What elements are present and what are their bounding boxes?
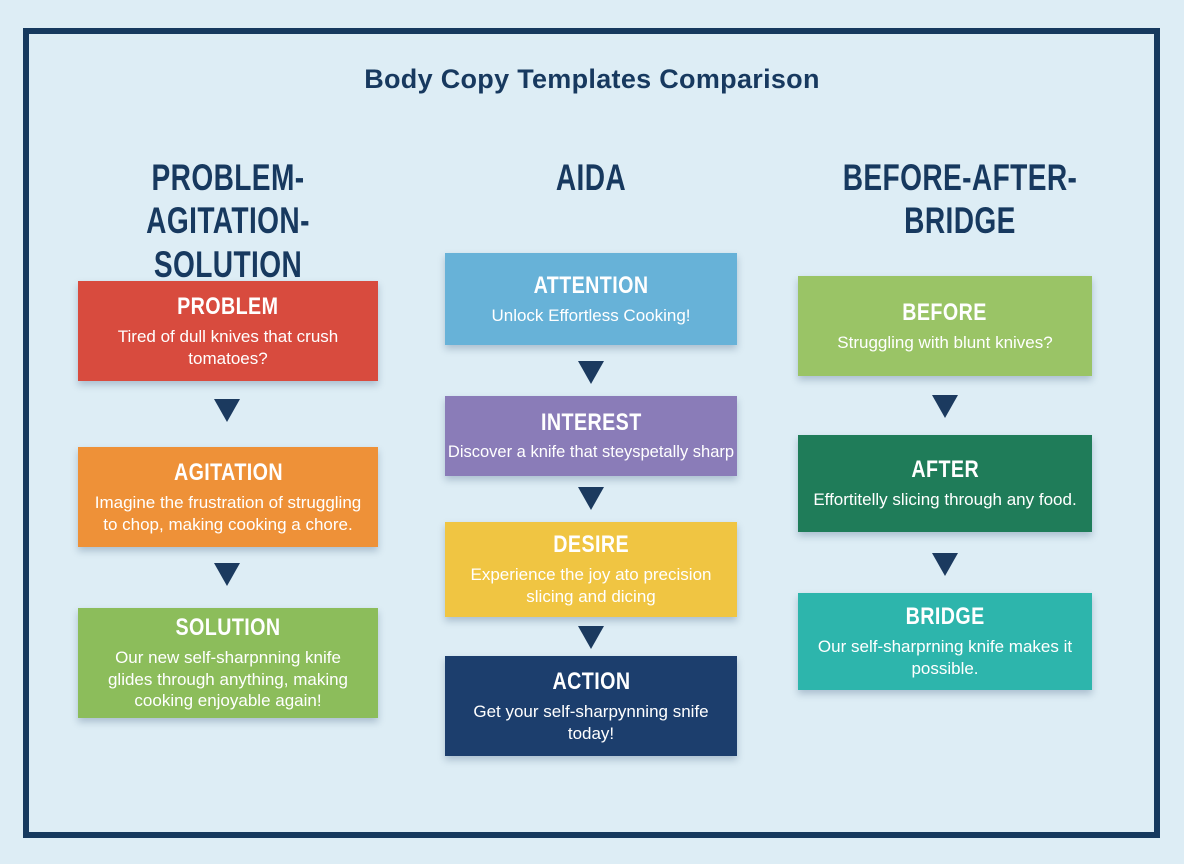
bab-bridge-label: BRIDGE xyxy=(905,603,985,631)
bab-after-text: Effortitelly slicing through any food. xyxy=(813,490,1077,510)
pas-solution-box: SOLUTION Our new self-sharpnning knife g… xyxy=(78,608,378,718)
aida-interest-label: INTEREST xyxy=(540,409,642,437)
pas-solution-text: Our new self-sharpnning knife glides thr… xyxy=(107,648,349,711)
down-arrow-icon xyxy=(932,553,958,576)
down-arrow-icon xyxy=(214,563,240,586)
down-arrow-icon xyxy=(214,399,240,422)
aida-desire-label: DESIRE xyxy=(553,531,629,559)
column-header-aida: AIDA xyxy=(555,157,627,198)
pas-problem-label: PROBLEM xyxy=(177,292,279,320)
bab-bridge-box: BRIDGE Our self-sharprning knife makes i… xyxy=(798,593,1092,690)
down-arrow-icon xyxy=(578,361,604,384)
pas-problem-box: PROBLEM Tired of dull knives that crush … xyxy=(78,281,378,381)
pas-agitation-box: AGITATION Imagine the frustration of str… xyxy=(78,447,378,547)
bab-before-box: BEFORE Struggling with blunt knives? xyxy=(798,276,1092,376)
column-header-bab: BEFORE-AFTER-BRIDGE xyxy=(842,157,1078,242)
pas-agitation-label: AGITATION xyxy=(173,458,283,486)
aida-interest-box: INTEREST Discover a knife that steyspeta… xyxy=(445,396,737,476)
down-arrow-icon xyxy=(578,487,604,510)
column-header-pas: PROBLEM-AGITATION-SOLUTION xyxy=(146,157,310,285)
pas-problem-text: Tired of dull knives that crush tomatoes… xyxy=(117,326,339,368)
aida-desire-text: Experience the joy ato precision slicing… xyxy=(470,565,712,606)
page-border-frame xyxy=(23,28,1160,838)
aida-desire-box: DESIRE Experience the joy ato precision … xyxy=(445,522,737,617)
aida-action-box: ACTION Get your self-sharpynning snife t… xyxy=(445,656,737,756)
aida-attention-box: ATTENTION Unlock Effortless Cooking! xyxy=(445,253,737,345)
aida-action-label: ACTION xyxy=(552,667,630,695)
down-arrow-icon xyxy=(578,626,604,649)
bab-before-label: BEFORE xyxy=(902,298,988,326)
bab-after-label: AFTER xyxy=(911,456,979,484)
aida-attention-label: ATTENTION xyxy=(533,271,649,299)
bab-before-text: Struggling with blunt knives? xyxy=(837,332,1053,352)
pas-agitation-text: Imagine the frustration of struggling to… xyxy=(94,492,362,534)
bab-after-box: AFTER Effortitelly slicing through any f… xyxy=(798,435,1092,532)
aida-attention-text: Unlock Effortless Cooking! xyxy=(491,305,691,325)
down-arrow-icon xyxy=(932,395,958,418)
aida-interest-text: Discover a knife that steyspetally sharp xyxy=(447,443,735,462)
page-title: Body Copy Templates Comparison xyxy=(364,64,820,94)
bab-bridge-text: Our self-sharprning knife makes it possi… xyxy=(817,637,1073,678)
pas-solution-label: SOLUTION xyxy=(175,614,281,642)
aida-action-text: Get your self-sharpynning snife today! xyxy=(473,701,709,743)
